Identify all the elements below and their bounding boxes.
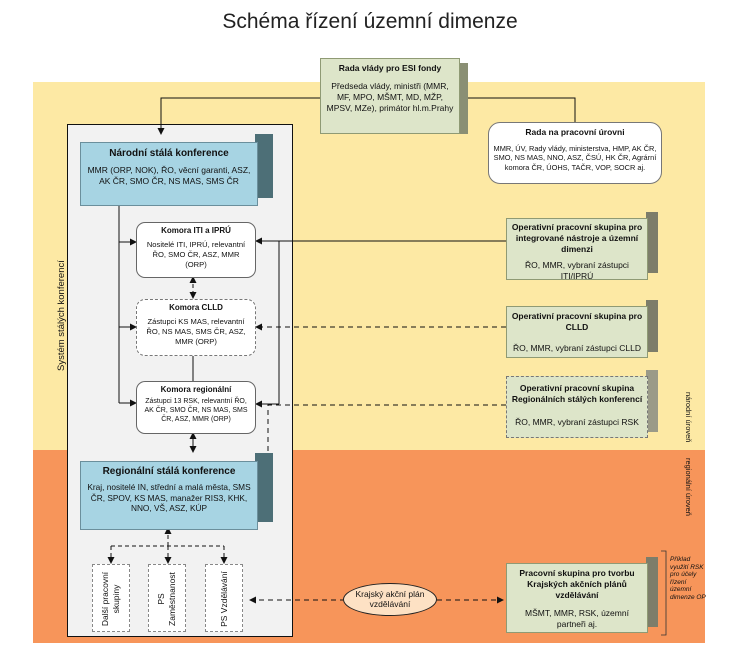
ps-kap-body: MŠMT, MMR, RSK, územní partneři aj. [525, 608, 629, 629]
krajsky-akcni-plan-ellipse: Krajský akční plán vzdělávání [343, 583, 437, 616]
kap-label: Krajský akční plán vzdělávání [355, 589, 425, 609]
regionalni-stala-konference-box: Regionální stálá konference Kraj, nosite… [80, 453, 273, 530]
subgroup-vzdelavani-box: PS Vzdělávání [205, 564, 243, 632]
note-text: Příklad využití RSK pro účely řízení úze… [670, 556, 706, 601]
komora-iti-title: Komora ITI a IPRÚ [161, 226, 231, 235]
ops-clld-box: Operativní pracovní skupina pro CLLD ŘO,… [506, 300, 658, 358]
komora-reg-title: Komora regionální [160, 385, 232, 394]
komora-reg-body: Zástupci 13 RSK, relevantní ŘO, AK ČR, S… [144, 398, 248, 423]
rsk-title: Regionální stálá konference [102, 466, 236, 477]
ps-kap-title: Pracovní skupina pro tvorbu Krajských ak… [519, 568, 635, 600]
rsk-body: Kraj, nositelé IN, střední a malá města,… [87, 482, 251, 513]
rada-vlady-body: Předseda vlády, ministři (MMR, MF, MPO, … [326, 81, 454, 113]
rada-vlady-title: Rada vlády pro ESI fondy [338, 63, 442, 73]
ops-rsk-title: Operativní pracovní skupina Regionálních… [511, 383, 643, 404]
narodni-stala-konference-box: Národní stálá konference MMR (ORP, NOK),… [80, 134, 273, 206]
subgroup-vzdelavani-label: PS Vzdělávání [219, 571, 229, 627]
komora-iti-body: Nositelé ITI, IPRÚ, relevantní ŘO, SMO Č… [146, 240, 246, 269]
rada-pracovni-body: MMR, ÚV, Rady vlády, ministerstva, HMP, … [493, 143, 657, 173]
ops-iti-title: Operativní pracovní skupina pro integrov… [511, 222, 643, 254]
komora-clld-box: Komora CLLD Zástupci KS MAS, relevantní … [136, 299, 256, 356]
nsk-body: MMR (ORP, NOK), ŘO, věcní garanti, ASZ, … [87, 165, 251, 186]
komora-iti-box: Komora ITI a IPRÚ Nositelé ITI, IPRÚ, re… [136, 222, 256, 278]
ps-kap-box: Pracovní skupina pro tvorbu Krajských ak… [506, 557, 658, 633]
ops-clld-body: ŘO, MMR, vybraní zástupci CLLD [512, 343, 641, 353]
subgroup-zamestnanost-box: PS Zaměstnanost [148, 564, 186, 632]
note-bracket [661, 550, 667, 636]
ops-rsk-body: ŘO, MMR, vybraní zástupci RSK [515, 417, 639, 427]
rada-pracovni-box: Rada na pracovní úrovni MMR, ÚV, Rady vl… [488, 122, 662, 184]
komora-regionalni-box: Komora regionální Zástupci 13 RSK, relev… [136, 381, 256, 434]
subgroup-dalsi-label: Další pracovní skupiny [100, 571, 121, 627]
ops-clld-title: Operativní pracovní skupina pro CLLD [511, 311, 643, 332]
diagram-title: Schéma řízení územní dimenze [222, 10, 518, 33]
ops-iti-body: ŘO, MMR, vybraní zástupci ITI/IPRÚ [525, 260, 629, 281]
rada-pracovni-title: Rada na pracovní úrovni [525, 127, 625, 137]
system-frame [67, 124, 293, 637]
rada-vlady-box: Rada vlády pro ESI fondy Předseda vlády,… [320, 58, 468, 134]
ops-rsk-box: Operativní pracovní skupina Regionálních… [506, 370, 658, 438]
komora-clld-body: Zástupci KS MAS, relevantní ŘO, NS MAS, … [146, 317, 246, 346]
ops-iti-box: Operativní pracovní skupina pro integrov… [506, 212, 658, 281]
subgroup-zamestnanost-label: PS Zaměstnanost [156, 572, 177, 626]
nsk-title: Národní stálá konference [109, 148, 229, 159]
subgroup-dalsi-box: Další pracovní skupiny [92, 564, 130, 632]
komora-clld-title: Komora CLLD [169, 303, 223, 312]
